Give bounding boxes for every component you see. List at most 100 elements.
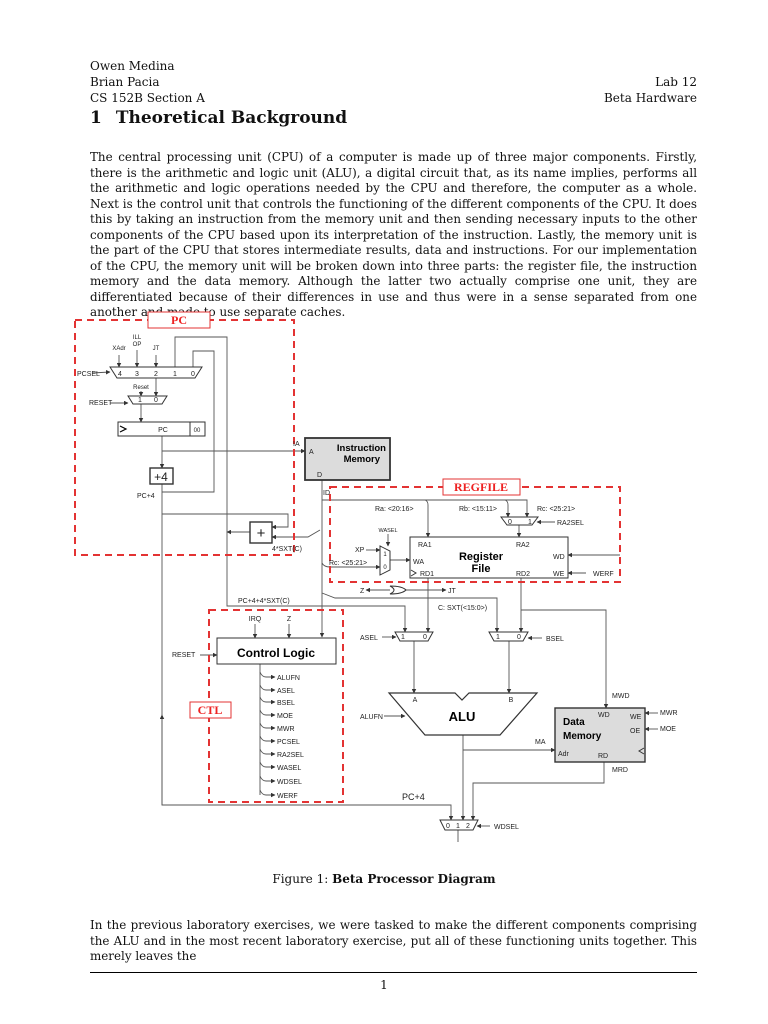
pcsel-input-0: 0 (191, 371, 195, 378)
dmem-title-1: Data (563, 717, 585, 728)
pc-register (117, 421, 206, 437)
pc-plus4-label: PC+4 (137, 493, 155, 500)
ctl-output: ALUFN (277, 675, 300, 682)
plus4-box (149, 467, 174, 485)
paragraph-intro: The central processing unit (CPU) of a c… (90, 150, 697, 321)
imem-d: D (317, 472, 322, 479)
control-logic (216, 637, 337, 665)
section-title: Theoretical Background (115, 108, 348, 128)
regfile-title-2: File (472, 563, 491, 575)
ra1-port: RA1 (418, 542, 432, 549)
ctl-output: WASEL (277, 765, 301, 772)
caption-prefix: Figure 1: (272, 872, 333, 886)
wdsel-label: WDSEL (494, 824, 519, 831)
mwd-label: MWD (612, 693, 630, 700)
course: CS 152B Section A (90, 91, 205, 105)
wasel-label: WASEL (378, 528, 397, 534)
asel-label: ASEL (360, 635, 378, 642)
jt-out-label: JT (448, 588, 457, 595)
ra-field: Ra: <20:16> (375, 506, 414, 513)
moe-label: MOE (660, 726, 676, 733)
ctl-output: WERF (277, 793, 298, 800)
pcsel-input-4: 4 (118, 371, 122, 378)
plus4-label: +4 (154, 470, 168, 484)
pc-region-label: PC (147, 311, 211, 329)
pc-low-bits: 00 (194, 428, 201, 434)
rc-wa-field: Rc: <25:21> (329, 560, 367, 567)
imem-title-2: Memory (344, 454, 381, 465)
ra2sel-input-1: 1 (528, 519, 532, 526)
alu (387, 692, 539, 736)
bsel-input-0: 0 (517, 634, 521, 641)
ra2sel-mux (500, 516, 539, 526)
rd2-port: RD2 (516, 571, 530, 578)
bsel-label: BSEL (546, 636, 564, 643)
pc-branch-label: PC+4+4*SXT(C) (238, 598, 290, 605)
pcsel-input-3: 3 (135, 371, 139, 378)
imem-a: A (309, 449, 314, 456)
alufn-label: ALUFN (360, 714, 383, 721)
ctl-output: PCSEL (277, 739, 300, 746)
section-heading: 1 Theoretical Background (90, 108, 361, 128)
alu-a-port: A (413, 697, 418, 704)
asel-input-0: 0 (423, 634, 427, 641)
section-number: 1 (90, 108, 102, 128)
beta-processor-diagram: PC REGFILE CTL XAdr ILL OP JT 4 3 2 1 0 … (74, 311, 678, 842)
footer-rule (90, 972, 697, 973)
data-memory (554, 707, 646, 763)
ctl-output: ASEL (277, 688, 295, 695)
lab-topic: Beta Hardware (603, 91, 697, 105)
we-port: WE (553, 571, 565, 578)
svg-text:PC: PC (171, 313, 187, 327)
author-1: Owen Medina (90, 59, 175, 73)
rd1-port: RD1 (420, 571, 434, 578)
dmem-oe-port: OE (630, 728, 640, 735)
adder-label: + (257, 525, 266, 542)
dmem-title-2: Memory (563, 731, 602, 742)
reset-small-label: Reset (133, 385, 149, 391)
alu-b-port: B (509, 697, 514, 704)
pc-region (74, 319, 295, 556)
ra2sel-input-0: 0 (508, 519, 512, 526)
wa-port: WA (413, 559, 424, 566)
werf-label: WERF (593, 571, 614, 578)
asel-mux (394, 631, 434, 642)
pcsel-mux (109, 366, 203, 379)
wdsel-input-2: 2 (466, 823, 470, 830)
control-logic-title: Control Logic (237, 646, 315, 660)
mwr-label: MWR (660, 710, 678, 717)
asel-input-1: 1 (401, 634, 405, 641)
xadr-label: XAdr (112, 346, 125, 352)
imem-title-1: Instruction (337, 443, 386, 454)
pc-clock-icon (119, 425, 128, 433)
xp-label: XP (355, 547, 365, 554)
sxt-label: 4*SXT(C) (272, 546, 302, 553)
wdsel-input-0: 0 (446, 823, 450, 830)
dmem-rd-port: RD (598, 753, 608, 760)
bsel-input-1: 1 (496, 634, 500, 641)
z-or-gate (389, 585, 407, 595)
alu-title: ALU (449, 709, 476, 724)
irq-label: IRQ (249, 616, 262, 623)
svg-text:CTL: CTL (198, 703, 223, 717)
dmem-we-port: WE (630, 714, 642, 721)
ctl-output: MWR (277, 726, 295, 733)
lab-number: Lab 12 (655, 75, 697, 89)
c-sxt-label: C: SXT(<15:0>) (438, 605, 487, 612)
reset-label: RESET (89, 400, 113, 407)
register-file (409, 536, 569, 579)
pc-plus4-wd-label: PC+4 (402, 792, 425, 802)
regfile-clock-icon (410, 569, 417, 577)
ill-label: ILL (133, 335, 142, 341)
paragraph-text: The central processing unit (CPU) of a c… (90, 150, 697, 319)
mrd-label: MRD (612, 767, 628, 774)
ctl-reset-label: RESET (172, 652, 196, 659)
regfile-title-1: Register (459, 551, 504, 563)
wd-port: WD (553, 554, 565, 561)
ctl-output: RA2SEL (277, 752, 304, 759)
page-number: 1 (380, 978, 388, 992)
wires (91, 336, 658, 842)
rc-field: Rc: <25:21> (537, 506, 575, 513)
ia-label: IA (293, 441, 300, 448)
paragraph-text: In the previous laboratory exercises, we… (90, 918, 697, 963)
